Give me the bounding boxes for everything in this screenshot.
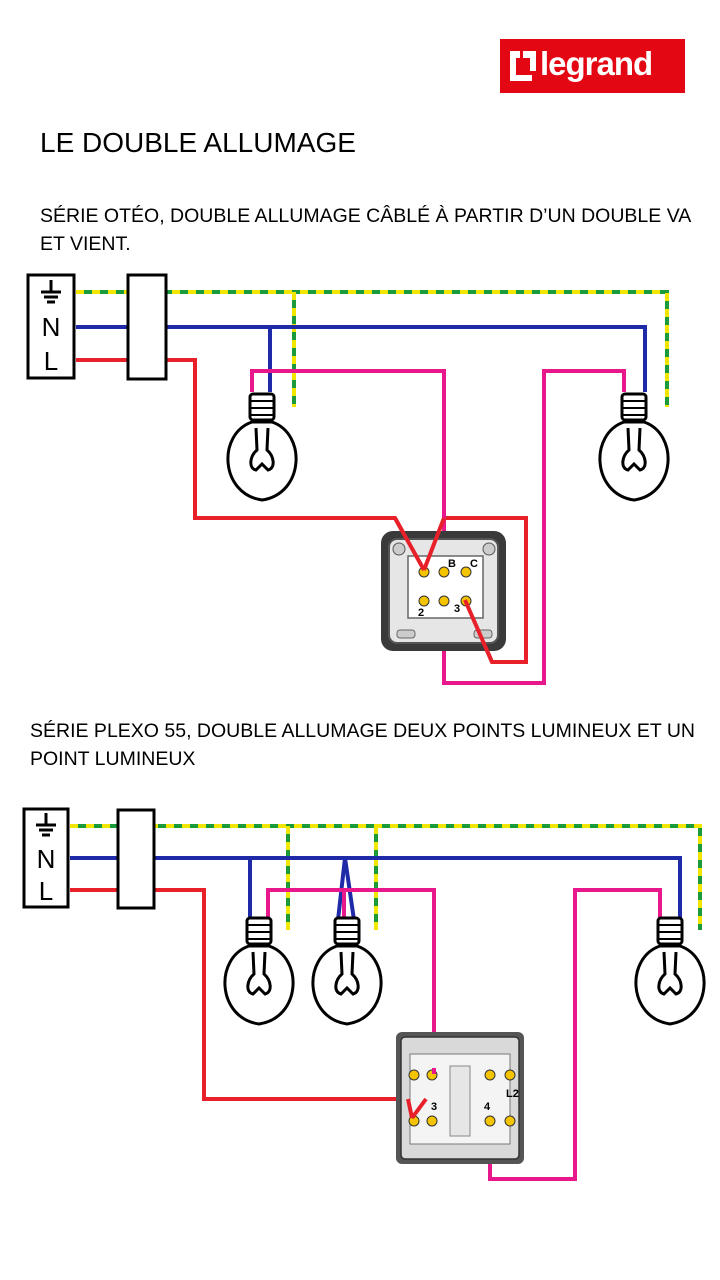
legrand-wordmark: legrand bbox=[540, 45, 653, 82]
earth-symbol-icon bbox=[36, 813, 56, 837]
neutral-terminal-label: N bbox=[37, 844, 56, 874]
switch-label-l2: L2 bbox=[506, 1088, 519, 1100]
switch-label-b: B bbox=[448, 558, 456, 570]
diagram-1: N L B C 2 3 bbox=[26, 273, 670, 685]
double-switch-plexo-55: 3 4 L2 bbox=[396, 1032, 524, 1164]
switch-label-c: C bbox=[470, 558, 478, 570]
live-terminal-label: L bbox=[44, 346, 58, 376]
lamp-1-right bbox=[598, 392, 670, 502]
switched-wire-1 bbox=[250, 369, 626, 685]
breaker-1 bbox=[126, 273, 168, 381]
earth-wire-2 bbox=[70, 824, 702, 930]
page-title: LE DOUBLE ALLUMAGE bbox=[40, 127, 356, 158]
switch-label-4: 4 bbox=[484, 1101, 491, 1113]
earth-wire-1 bbox=[76, 290, 669, 407]
switched-wire-2 bbox=[266, 888, 662, 1181]
lamp-2-left bbox=[223, 916, 295, 1026]
supply-terminal-block-2: N L bbox=[22, 807, 70, 909]
switch-label-3: 3 bbox=[454, 603, 460, 615]
diagram-2: N L 3 4 L2 bbox=[22, 807, 706, 1181]
breaker-2 bbox=[116, 808, 156, 910]
legrand-logo: legrand bbox=[500, 39, 685, 93]
supply-terminal-block-1: N L bbox=[26, 273, 76, 380]
lamp-2-middle bbox=[311, 916, 383, 1026]
switch-label-3: 3 bbox=[431, 1101, 437, 1113]
lamp-1-left bbox=[226, 392, 298, 502]
live-terminal-label: L bbox=[39, 876, 53, 906]
earth-symbol-icon bbox=[41, 280, 61, 304]
neutral-terminal-label: N bbox=[42, 312, 61, 342]
switch-label-2: 2 bbox=[418, 607, 424, 619]
neutral-wire-1 bbox=[76, 325, 647, 392]
lamp-2-right bbox=[634, 916, 706, 1026]
diagram-1-caption: SÉRIE OTÉO, DOUBLE ALLUMAGE CÂBLÉ À PART… bbox=[40, 205, 691, 255]
legrand-mark-icon bbox=[510, 51, 536, 81]
diagram-2-caption: SÉRIE PLEXO 55, DOUBLE ALLUMAGE DEUX POI… bbox=[30, 720, 695, 770]
double-switch-oteo: B C 2 3 bbox=[381, 531, 506, 651]
